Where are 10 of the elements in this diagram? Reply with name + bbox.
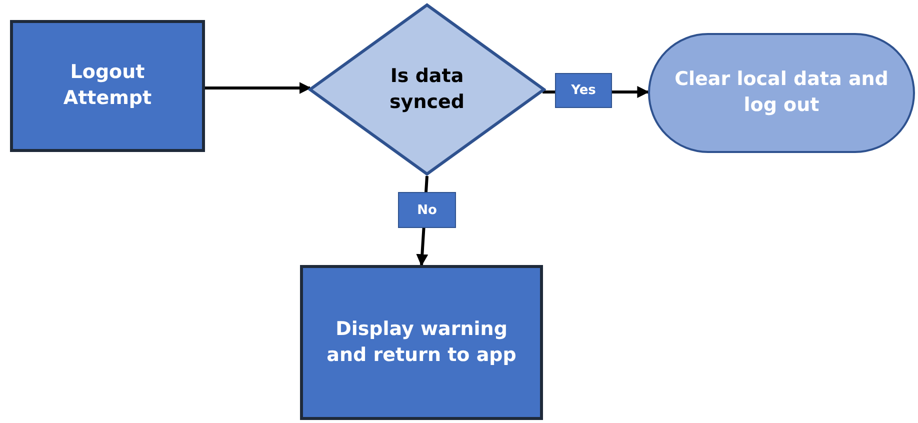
edge-label: No xyxy=(398,192,456,228)
node-label: Is data synced xyxy=(388,64,466,114)
process-box xyxy=(10,20,205,152)
node-label: Display warning and return to app xyxy=(326,316,518,368)
node-label: Logout Attempt xyxy=(62,60,153,111)
edge-label: Yes xyxy=(555,73,612,108)
node-label: Clear local data and log out xyxy=(674,67,890,118)
arrow xyxy=(205,82,312,94)
process-box xyxy=(300,265,543,420)
decision-diamond xyxy=(308,3,546,176)
